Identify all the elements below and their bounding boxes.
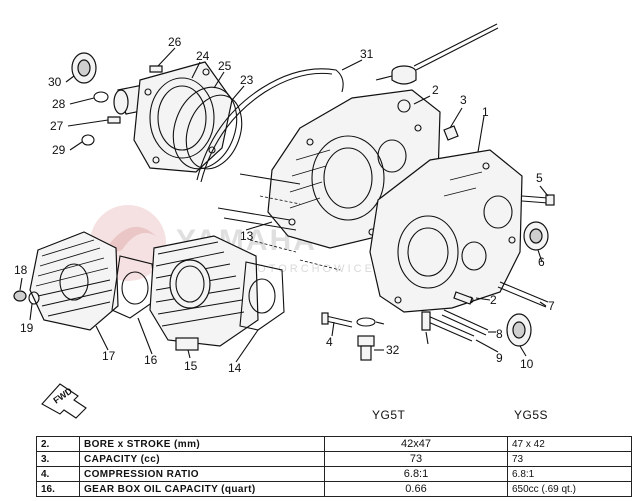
row-number: 4. — [36, 466, 80, 482]
model-header-yg5t: YG5T — [372, 408, 406, 422]
washer-19 — [28, 291, 40, 305]
value-yg5s: 47 x 42 — [507, 436, 632, 452]
stud-13 — [217, 173, 301, 231]
cylinder-head-17 — [29, 231, 119, 331]
model-header-yg5s: YG5S — [514, 408, 549, 422]
callout-labels: 26 24 25 23 30 28 27 29 31 2 3 1 5 6 7 2… — [14, 35, 555, 375]
callout-13: 13 — [240, 229, 254, 243]
callout-19: 19 — [20, 321, 34, 335]
crankcase-right-half-1 — [369, 149, 523, 313]
fwd-label: FWD — [51, 385, 74, 405]
bolt-4 — [321, 312, 353, 328]
leader-lines — [19, 47, 549, 363]
row-number: 2. — [36, 436, 80, 452]
head-gasket-16 — [111, 255, 157, 319]
callout-17: 17 — [102, 349, 116, 363]
row-label: BORE x STROKE (mm) — [79, 436, 325, 452]
drain-bolt-29 — [357, 335, 375, 361]
callout-21: 24 — [196, 49, 210, 63]
stud-8 — [441, 309, 489, 336]
callout-28: 31 — [360, 47, 374, 61]
row-label: COMPRESSION RATIO — [79, 466, 325, 482]
callout-5: 5 — [536, 171, 543, 185]
value-yg5t: 73 — [324, 451, 508, 467]
value-yg5s: 6.8:1 — [507, 466, 632, 482]
bolt-7 — [497, 281, 549, 308]
row-label: GEAR BOX OIL CAPACITY (quart) — [79, 481, 325, 497]
washer-26 — [81, 134, 95, 146]
callout-2-lower: 2 — [490, 293, 497, 307]
value-yg5t: 42x47 — [324, 436, 508, 452]
row-number: 3. — [36, 451, 80, 467]
callout-9: 9 — [496, 351, 503, 365]
value-yg5t: 0.66 — [324, 481, 508, 497]
cylinder-15 — [149, 235, 259, 351]
table-row: 16. GEAR BOX OIL CAPACITY (quart) 0.66 6… — [36, 481, 632, 497]
callout-4: 4 — [326, 335, 333, 349]
table-row: 3. CAPACITY (cc) 73 73 — [36, 451, 632, 467]
callout-7: 7 — [548, 299, 555, 313]
plug-3 — [443, 125, 459, 141]
callout-10: 10 — [520, 357, 534, 371]
callout-15: 15 — [184, 359, 198, 373]
row-number: 16. — [36, 481, 80, 497]
nut-18 — [13, 290, 27, 302]
callout-14: 14 — [228, 361, 242, 375]
callout-22: 25 — [218, 59, 232, 73]
callout-2: 2 — [432, 83, 439, 97]
stud-9 — [425, 315, 475, 342]
table-row: 4. COMPRESSION RATIO 6.8:1 6.8:1 — [36, 466, 632, 482]
callout-25: 28 — [52, 97, 66, 111]
callout-24: 27 — [50, 119, 64, 133]
breather-hose-28 — [196, 68, 344, 181]
value-yg5t: 6.8:1 — [324, 466, 508, 482]
callout-6: 6 — [538, 255, 545, 269]
washer-30 — [356, 317, 376, 327]
callout-8: 8 — [496, 327, 503, 341]
callout-23: 26 — [168, 35, 182, 49]
row-label: CAPACITY (cc) — [79, 451, 325, 467]
value-yg5s: 650cc (.69 qt.) — [507, 481, 632, 497]
callout-20: 23 — [240, 73, 254, 87]
gasket-22 — [172, 86, 238, 170]
dowel-32 — [421, 311, 431, 331]
callout-18: 18 — [14, 263, 28, 277]
callout-29: 32 — [386, 343, 400, 357]
dipstick-31 — [391, 23, 499, 85]
callout-3: 3 — [460, 93, 467, 107]
spec-table: 2. BORE x STROKE (mm) 42x47 47 x 42 3. C… — [36, 436, 632, 497]
fwd-arrow: FWD — [41, 383, 87, 419]
callout-16: 16 — [144, 353, 158, 367]
callout-1: 1 — [482, 105, 489, 119]
o-ring-25 — [93, 91, 109, 103]
value-yg5s: 73 — [507, 451, 632, 467]
bolt-5 — [521, 194, 555, 206]
base-gasket-14 — [239, 261, 285, 331]
pin-2b — [453, 291, 473, 305]
pin-24 — [107, 116, 121, 124]
left-cover-assembly — [71, 52, 243, 173]
table-row: 2. BORE x STROKE (mm) 42x47 47 x 42 — [36, 436, 632, 452]
bolt-23 — [149, 65, 163, 73]
callout-27: 30 — [48, 75, 62, 89]
callout-26: 29 — [52, 143, 66, 157]
